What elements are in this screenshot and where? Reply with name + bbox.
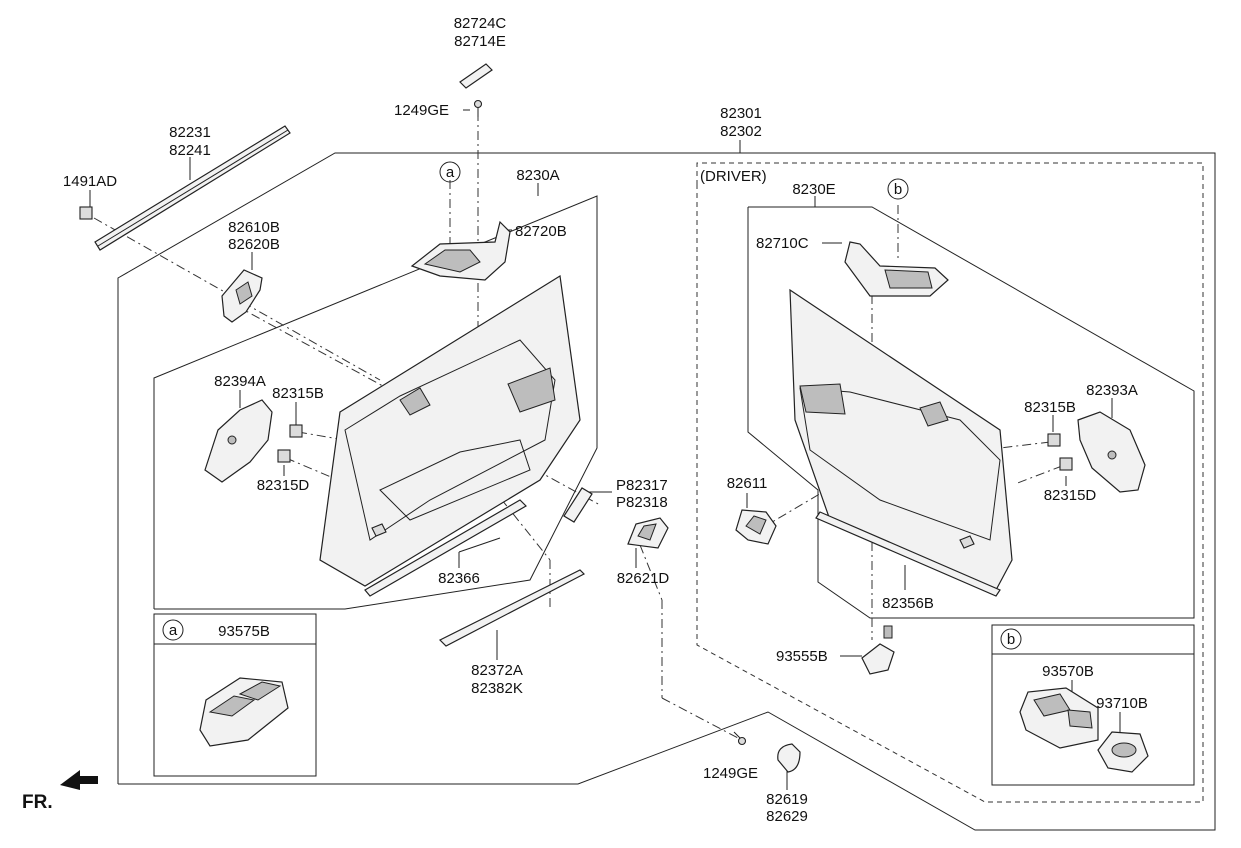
- cover-82619: [777, 743, 801, 773]
- clip-82315B-right: [1047, 433, 1061, 447]
- cover-82724C: [459, 63, 493, 89]
- label-82315D-right: 82315D: [1044, 487, 1097, 504]
- detail-box-a: [153, 613, 317, 777]
- label-8230E: 8230E: [792, 181, 835, 198]
- screw-1249GE-top: [473, 99, 483, 117]
- svg-text:b: b: [894, 181, 902, 198]
- speaker-cover-82393A: [1077, 411, 1146, 493]
- callout-b-box: b: [1000, 628, 1022, 650]
- guide-line: [661, 697, 739, 739]
- driver-outline-dashed: [696, 162, 1204, 803]
- armrest-bezel-82720B: [410, 220, 511, 281]
- label-82620B: 82620B: [228, 236, 280, 253]
- label-82382K: 82382K: [471, 680, 523, 697]
- label-driver: (DRIVER): [700, 168, 767, 185]
- guide-line: [999, 441, 1051, 449]
- label-1491AD: 1491AD: [63, 173, 117, 190]
- label-82724C: 82724C: [454, 15, 507, 32]
- screw-1249GE-bottom: [733, 731, 747, 746]
- label-82241: 82241: [169, 142, 211, 159]
- switch-93555B: [861, 625, 895, 675]
- label-93555B: 93555B: [776, 648, 828, 665]
- label-82611: 82611: [727, 475, 768, 492]
- label-fr: FR.: [22, 792, 53, 813]
- label-82315D-left: 82315D: [257, 477, 310, 494]
- label-1249GE-bottom: 1249GE: [703, 765, 758, 782]
- front-arrow-icon: [60, 770, 98, 790]
- guide-line: [1014, 465, 1063, 485]
- label-82315B-left: 82315B: [272, 385, 324, 402]
- callout-a-box: a: [162, 619, 184, 641]
- svg-text:b: b: [1007, 631, 1015, 648]
- label-93710B: 93710B: [1096, 695, 1148, 712]
- label-1249GE-top: 1249GE: [394, 102, 449, 119]
- bracket-P82317: [563, 487, 593, 523]
- label-82301: 82301: [720, 105, 762, 122]
- label-82372A: 82372A: [471, 662, 523, 679]
- label-82231: 82231: [169, 124, 211, 141]
- handle-82611: [735, 509, 777, 545]
- main-assembly-outline: [117, 152, 1216, 831]
- speaker-cover-82394A: [204, 399, 273, 483]
- label-P82318: P82318: [616, 494, 668, 511]
- label-82393A: 82393A: [1086, 382, 1138, 399]
- label-82710C: 82710C: [756, 235, 809, 252]
- callout-a-top: a: [439, 161, 461, 183]
- label-P82317: P82317: [616, 477, 668, 494]
- leader-line: [458, 537, 501, 553]
- svg-text:a: a: [169, 622, 178, 639]
- label-82302: 82302: [720, 123, 762, 140]
- door-trim-panel-left: [319, 275, 581, 587]
- window-switch-93570B: [1019, 687, 1099, 749]
- label-82356B: 82356B: [882, 595, 934, 612]
- mirror-switch-93710B: [1097, 731, 1149, 773]
- clip-82315D-left: [277, 449, 291, 463]
- label-82621D: 82621D: [617, 570, 670, 587]
- right-panel-outline: [747, 206, 1195, 619]
- window-weatherstrip-82231: [94, 125, 291, 251]
- callout-b-top: b: [887, 178, 909, 200]
- clip-1491AD: [79, 206, 93, 220]
- label-82315B-right: 82315B: [1024, 399, 1076, 416]
- left-panel-outline: [153, 195, 598, 610]
- label-82629: 82629: [766, 808, 808, 825]
- label-8230A: 8230A: [516, 167, 559, 184]
- window-switch-93575B: [199, 677, 289, 747]
- guide-line: [93, 217, 381, 381]
- label-93575B: 93575B: [218, 623, 270, 640]
- strip-82372A: [438, 569, 586, 647]
- handle-82621D: [627, 517, 669, 549]
- label-82366: 82366: [438, 570, 480, 587]
- label-82714E: 82714E: [454, 33, 506, 50]
- door-trim-panel-right: [789, 288, 1013, 591]
- armrest-bezel-82710C: [844, 241, 949, 297]
- clip-82315D-right: [1059, 457, 1073, 471]
- label-82394A: 82394A: [214, 373, 266, 390]
- garnish-82356B: [815, 511, 1001, 597]
- clip-82315B-left: [289, 424, 303, 438]
- garnish-82366: [364, 499, 527, 597]
- handle-bracket-82610B: [221, 269, 263, 323]
- label-82619: 82619: [766, 791, 808, 808]
- svg-text:a: a: [446, 164, 455, 181]
- label-93570B: 93570B: [1042, 663, 1094, 680]
- detail-box-b: [991, 624, 1195, 786]
- label-82610B: 82610B: [228, 219, 280, 236]
- label-82720B: 82720B: [515, 223, 567, 240]
